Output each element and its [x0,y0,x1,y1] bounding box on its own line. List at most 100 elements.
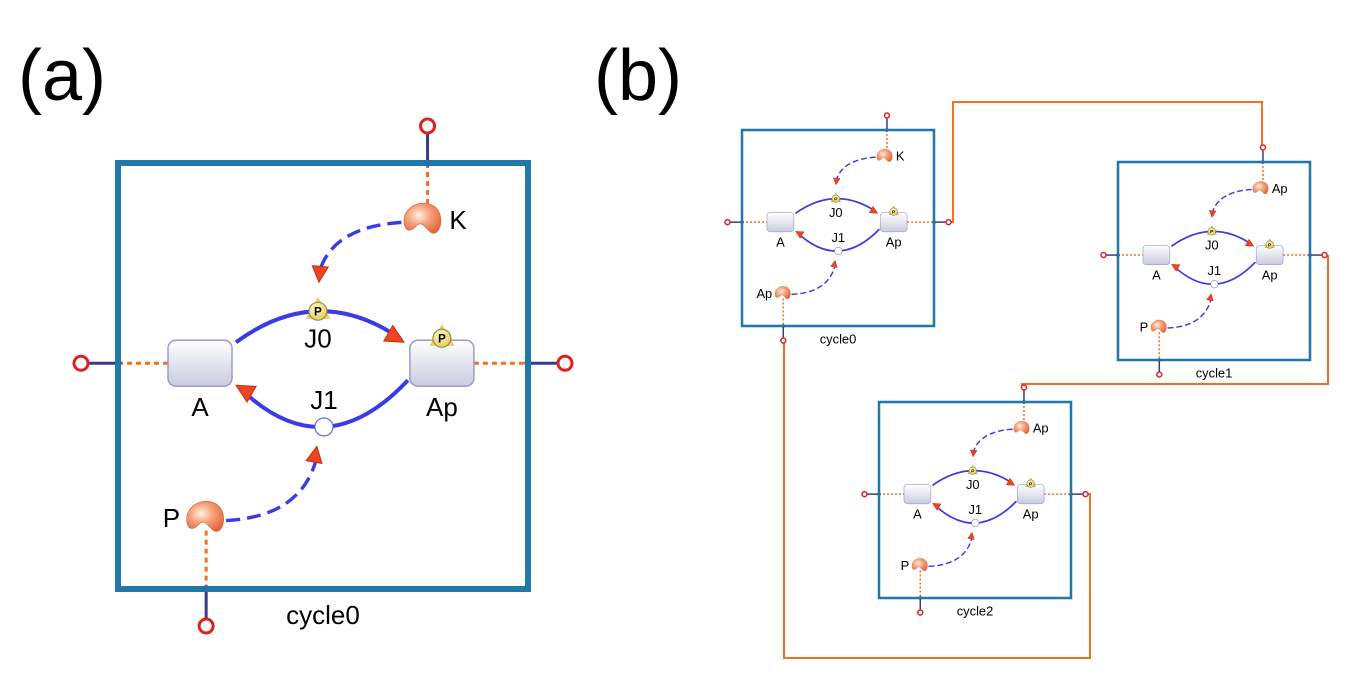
modifier-top-arc [835,156,876,182]
phospho-circle-icon [968,466,977,475]
module-border [740,128,936,328]
enzyme-bottom-label: P [901,558,910,573]
species-a-box [1142,245,1171,266]
modifier-top-arrowhead [832,177,841,186]
phospho-letter-icon: P [892,209,896,215]
port-right-icon [1082,490,1089,498]
connector-cycle1-to-cycle2 [1021,255,1329,388]
modifier-bottom-arrowhead [1206,293,1214,302]
phospho-letter-icon: P [1210,229,1214,235]
reaction-j1-node-icon [314,417,334,437]
species-ap-label: Ap [1262,268,1278,283]
panel-label-a: (a) [18,36,106,116]
reaction-j1-arrowhead [1171,264,1181,272]
species-a-label: A [1152,268,1161,283]
phospho-circle-icon [308,301,328,321]
reaction-j0-phospho-icon: P [967,464,979,475]
module-name-label: cycle0 [820,331,857,346]
port-bottom-icon [917,609,924,616]
port-left-icon [72,354,90,372]
modifier-top-arrowhead [311,265,330,284]
enzyme-bottom-icon [1150,319,1167,333]
port-bottom-icon [1156,371,1163,378]
module-border [877,400,1073,600]
reaction-j0-arrowhead [382,324,405,343]
port-right-icon [945,218,952,226]
enzyme-bottom-label: P [163,503,180,533]
species-ap-phospho-icon: P [1264,238,1276,249]
reaction-j1-label: J1 [968,502,982,517]
port-left-icon [1100,251,1107,259]
enzyme-top-icon [1013,420,1030,434]
inter-module-connectors [783,101,1329,659]
port-top-icon [1020,384,1028,391]
module-name-label: cycle2 [957,603,994,618]
reaction-j1-node-icon [971,518,980,528]
reaction-j0-label: J0 [304,324,331,354]
port-bottom-icon [780,337,787,344]
reaction-j0-phospho-icon: P [305,297,331,321]
enzyme-top-label: K [896,149,905,164]
species-a-label: A [913,507,922,522]
reaction-j0-label: J0 [829,205,843,220]
enzyme-bottom-label: Ap [756,286,772,301]
species-ap-phospho-icon: P [1025,477,1037,488]
modifier-bottom-arc [1167,298,1212,329]
modifier-top-arc [972,428,1013,454]
port-top-icon [419,117,437,135]
enzyme-bottom-icon [186,501,224,532]
phospho-letter-icon: P [834,196,838,202]
reaction-j1-label: J1 [310,385,337,415]
reaction-j1-node-icon [834,246,843,256]
phospho-letter-icon: P [1029,481,1033,487]
modifier-bottom-arc [226,456,319,523]
port-right-icon [556,354,574,372]
species-a-box [167,339,233,387]
reaction-j1-arrowhead [235,384,257,403]
modifier-top-arc [1211,188,1252,214]
port-bottom-icon [197,617,215,635]
phospho-circle-icon [1265,240,1274,249]
module-name-label: cycle1 [1196,365,1233,380]
enzyme-top-label: Ap [1272,181,1288,196]
modifier-bottom-arrowhead [830,259,838,268]
panel-label-b: (b) [594,36,682,116]
reaction-j1-label: J1 [831,230,845,245]
module-name-label: cycle0 [286,600,360,630]
phospho-circle-icon [889,207,898,216]
phospho-letter-icon: P [971,468,975,474]
species-ap-phospho-icon: P [429,324,455,348]
modifier-top-arrowhead [969,449,978,458]
port-left-icon [861,490,868,498]
enzyme-top-label: Ap [1033,421,1049,436]
phospho-letter-icon: P [1268,242,1272,248]
reaction-j0-phospho-icon: P [830,192,842,203]
reaction-j1-arrowhead [932,503,942,511]
enzyme-top-icon [1252,181,1269,195]
phospho-circle-icon [1207,227,1216,236]
phospho-letter-icon: P [314,305,322,318]
phospho-circle-icon [1026,479,1035,488]
modifier-top-arc [317,220,402,275]
enzyme-top-icon [403,202,442,234]
reaction-j0-label: J0 [1205,238,1219,253]
species-a-box [766,212,795,233]
reaction-j1-arrowhead [795,231,805,239]
reaction-j1-node-icon [1210,280,1219,289]
species-ap-label: Ap [886,235,902,250]
enzyme-top-label: K [449,205,467,235]
species-ap-label: Ap [1023,507,1039,522]
module-border [115,160,531,592]
port-top-icon [883,112,891,119]
enzyme-bottom-icon [911,558,928,572]
enzyme-bottom-icon [774,286,791,300]
species-a-label: A [776,235,785,250]
species-ap-label: Ap [426,392,458,422]
enzyme-bottom-label: P [1140,320,1149,335]
species-a-box [903,484,932,505]
reaction-j0-arrowhead [1244,238,1255,247]
port-right-icon [1321,251,1328,259]
